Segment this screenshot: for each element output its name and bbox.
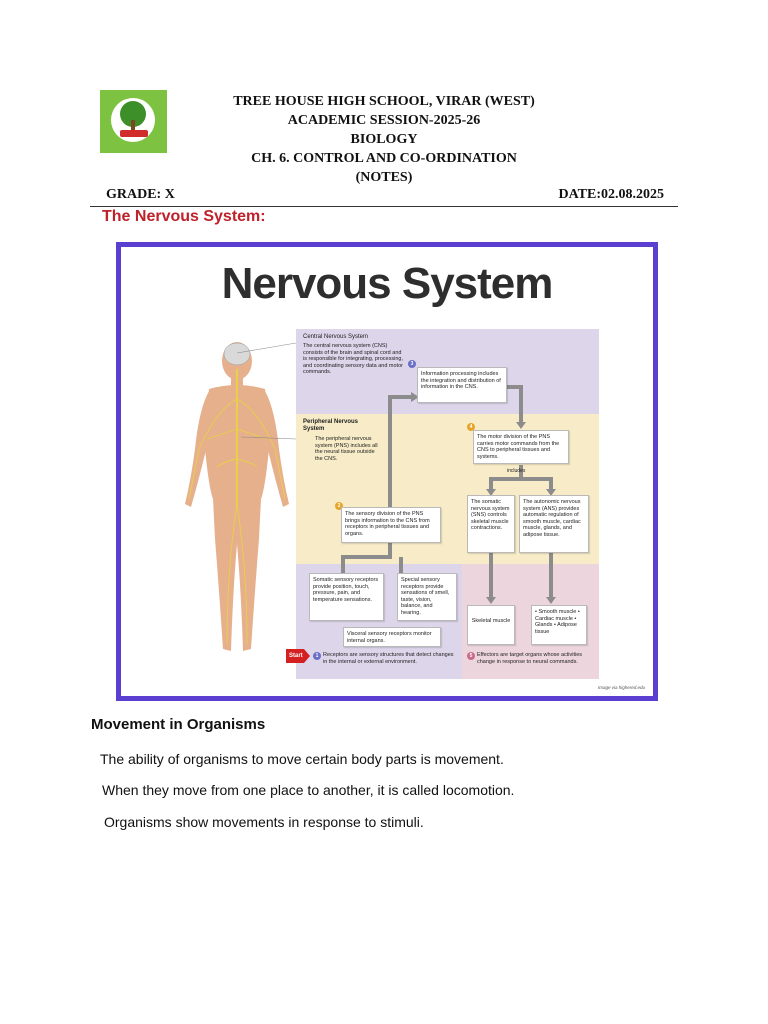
chapter-title: CH. 6. CONTROL AND CO-ORDINATION <box>251 151 517 166</box>
header-divider <box>90 206 678 207</box>
step-5-badge: 5 <box>467 652 475 660</box>
receptors-description: Receptors are sensory structures that de… <box>323 652 454 665</box>
cns-heading: Central Nervous System <box>303 334 369 340</box>
information-processing-box: Information processing includes the inte… <box>417 367 507 403</box>
step-4-badge: 4 <box>467 423 475 431</box>
academic-session: ACADEMIC SESSION-2025-26 <box>287 113 481 128</box>
step-3-badge: 3 <box>408 360 416 368</box>
movement-line-1: The ability of organisms to move certain… <box>100 751 504 767</box>
special-receptors-box: Special sensory receptors provide sensat… <box>397 573 457 621</box>
section-title: The Nervous System: <box>102 208 266 225</box>
document-type: (NOTES) <box>355 170 413 185</box>
human-body-illustration <box>185 342 289 651</box>
nervous-system-figure: Nervous System <box>116 242 658 701</box>
visceral-receptors-box: Visceral sensory receptors monitor inter… <box>343 627 441 647</box>
step-2-badge: 2 <box>335 502 343 510</box>
skeletal-muscle-box: Skeletal muscle <box>467 605 515 645</box>
tree-logo-icon <box>100 90 167 153</box>
cns-description: The central nervous system (CNS) consist… <box>303 343 403 375</box>
date-label: DATE:02.08.2025 <box>558 187 664 202</box>
grade-label: GRADE: X <box>106 187 175 202</box>
step-1-badge: 1 <box>313 652 321 660</box>
somatic-receptors-box: Somatic sensory receptors provide positi… <box>309 573 384 621</box>
pns-description: The peripheral nervous system (PNS) incl… <box>315 436 378 462</box>
effectors-description: Effectors are target organs whose activi… <box>477 652 583 665</box>
flow-arrows <box>236 342 556 604</box>
effector-list-box: • Smooth muscle • Cardiac muscle • Gland… <box>531 605 587 645</box>
includes-label: includes <box>507 468 526 474</box>
school-name: TREE HOUSE HIGH SCHOOL, VIRAR (WEST) <box>233 94 535 109</box>
somatic-nervous-system-box: The somatic nervous system (SNS) control… <box>467 495 515 553</box>
subject: BIOLOGY <box>350 132 418 147</box>
sensory-division-box: The sensory division of the PNS brings i… <box>341 507 441 543</box>
start-arrow: Start <box>286 649 310 663</box>
school-logo <box>100 90 167 153</box>
image-credit: Image via highered.edu <box>597 685 645 690</box>
movement-heading: Movement in Organisms <box>91 716 266 733</box>
motor-division-box: The motor division of the PNS carries mo… <box>473 430 569 464</box>
movement-line-2: When they move from one place to another… <box>102 782 515 798</box>
movement-line-3: Organisms show movements in response to … <box>104 814 424 830</box>
autonomic-nervous-system-box: The autonomic nervous system (ANS) provi… <box>519 495 589 553</box>
pns-heading: Peripheral Nervous System <box>303 419 359 432</box>
figure-title: Nervous System <box>221 259 554 308</box>
